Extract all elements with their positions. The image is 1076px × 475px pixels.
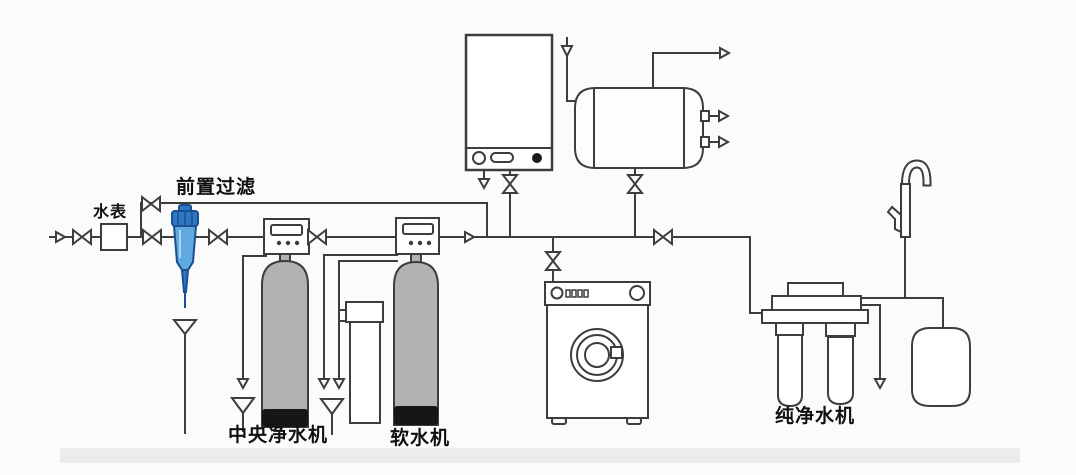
water-meter-label: 水表 [93,204,128,221]
washing-machine [544,281,651,425]
ro-drain-arrow [873,378,887,391]
water-meter [100,223,128,251]
softener-control-head [395,217,440,255]
softener-drain-funnel [319,398,345,435]
central-purifier-control-head [263,218,310,255]
ground-shadow-band [60,448,1020,463]
pre-filter-label: 前置过滤 [176,177,257,198]
pressure-tank [911,327,971,407]
softener-tank [393,253,439,426]
horizontal-storage-tank [574,87,710,169]
central-drain-arrow [236,378,250,391]
wall-boiler [464,33,554,172]
ro-filter-cartridge-2 [825,322,856,406]
washer-door [570,328,624,382]
pre-filter [171,204,199,308]
central-drain-funnel [230,397,256,432]
central-purifier-tank [261,252,309,428]
softener-label: 软水机 [390,428,451,449]
main-valve-after-branch [142,227,162,247]
bypass-pipe [140,202,488,238]
washer-valve [543,251,563,271]
central-purifier-label: 中央净水机 [228,425,329,446]
storage-tank-valve [625,174,645,194]
water-softener [393,217,440,426]
ro-filter-cartridge-1 [775,322,804,408]
valve-after-prefilter [208,227,228,247]
softener-drain-pipes [323,254,398,380]
tank-port-arrow-2 [718,135,731,149]
boiler-valve [500,174,520,194]
softener-drain-arrow-2 [332,378,346,391]
central-purifier [261,218,310,428]
ro-drain-pipe [860,304,881,380]
central-purifier-drain-pipe [242,255,267,380]
brine-tank [338,301,384,424]
tank-top-outlet-arrow [719,46,732,60]
ro-purifier [761,282,869,408]
inlet-flow-arrow [55,230,68,244]
main-valve-right [653,227,673,247]
valve-between-purifier-and-softener [307,227,327,247]
inlet-valve [72,227,92,247]
ro-output-pipes [860,236,944,329]
bypass-valve [141,194,161,214]
tank-port-arrow-1 [718,109,731,123]
ro-purifier-label: 纯净水机 [775,406,856,427]
prefilter-drain-funnel [171,319,199,434]
storage-tank-pipes [566,37,721,238]
tank-inlet-flow-arrow [560,45,574,59]
boiler-drain-arrow [477,178,491,191]
main-flow-arrow [464,230,477,244]
softener-drain-arrow-1 [317,378,331,391]
gooseneck-faucet [886,159,932,238]
